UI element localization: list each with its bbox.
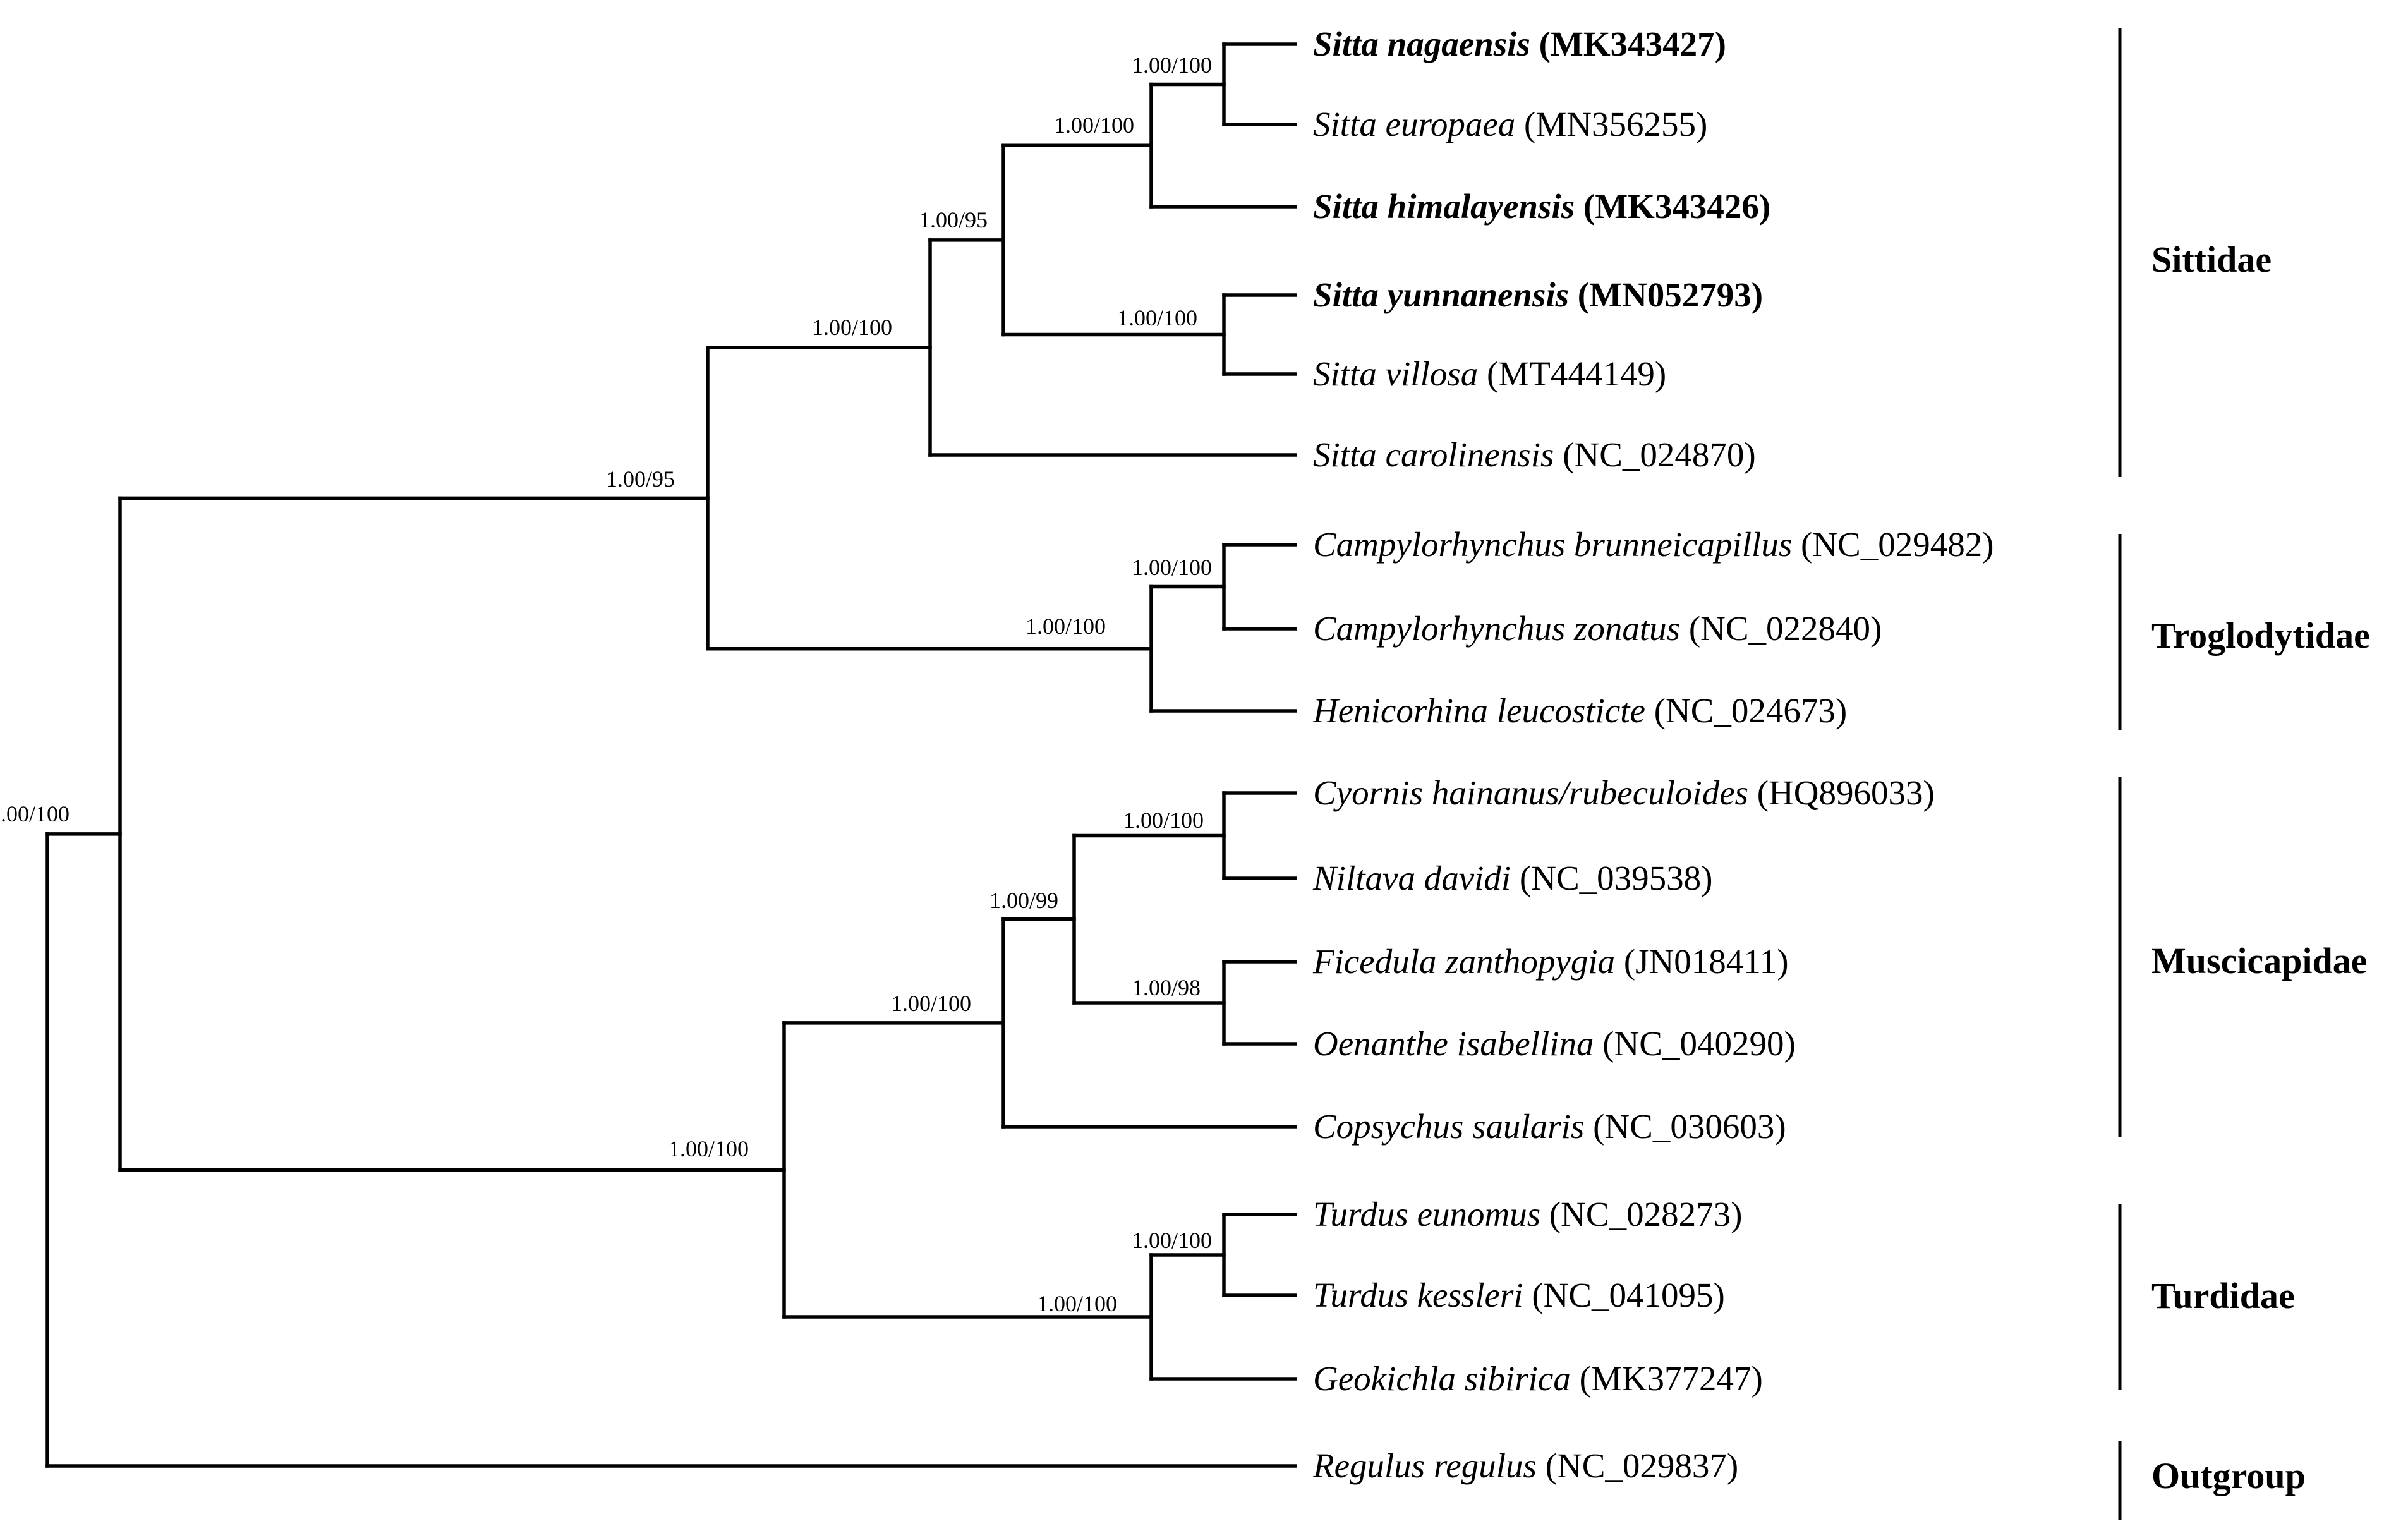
species-name: Sitta nagaensis bbox=[1313, 25, 1530, 63]
tree-branches bbox=[45, 42, 1297, 1468]
taxon-label: Copsychus saularis (NC_030603) bbox=[1313, 1107, 1786, 1146]
support-value-turdidae: 1.00/100 bbox=[1037, 1291, 1117, 1316]
species-name: Campylorhynchus zonatus bbox=[1313, 609, 1680, 648]
species-name: Geokichla sibirica bbox=[1313, 1359, 1571, 1398]
support-value-ingroup-upper: 1.00/95 bbox=[606, 466, 675, 492]
support-value-ingroup-lower: 1.00/100 bbox=[669, 1136, 749, 1161]
support-values: 1.00/100 1.00/95 1.00/100 1.00/95 1.00/100 1.… bbox=[0, 52, 1212, 1316]
species-name: Ficedula zanthopygia bbox=[1312, 942, 1615, 981]
species-name: Turdus eunomus bbox=[1313, 1195, 1540, 1233]
family-label: Turdidae bbox=[2151, 1275, 2295, 1316]
support-value-muscicapinae: 1.00/99 bbox=[989, 888, 1058, 913]
taxon-label: Campylorhynchus brunneicapillus (NC_0294… bbox=[1313, 525, 1994, 564]
support-value-root: 1.00/100 bbox=[0, 801, 70, 827]
species-name: Campylorhynchus brunneicapillus bbox=[1313, 525, 1792, 564]
taxon-label: Sitta himalayensis (MK343426) bbox=[1313, 187, 1770, 226]
accession-number: (NC_024673) bbox=[1645, 691, 1847, 730]
accession-number: (NC_029837) bbox=[1537, 1446, 1738, 1485]
support-value-ficedula-oenanthe: 1.00/98 bbox=[1132, 975, 1201, 1000]
species-name: Turdus kessleri bbox=[1313, 1276, 1523, 1314]
support-value-troglodytidae: 1.00/100 bbox=[1026, 614, 1106, 639]
taxon-label: Campylorhynchus zonatus (NC_022840) bbox=[1313, 609, 1882, 648]
support-value-turdus: 1.00/100 bbox=[1132, 1228, 1212, 1253]
taxon-label: Sitta nagaensis (MK343427) bbox=[1313, 25, 1726, 63]
taxon-label: Sitta carolinensis (NC_024870) bbox=[1313, 435, 1756, 474]
support-value-sitta-core: 1.00/95 bbox=[919, 207, 988, 233]
accession-number: (JN018411) bbox=[1615, 942, 1788, 981]
species-name: Sitta carolinensis bbox=[1313, 435, 1554, 474]
species-name: Oenanthe isabellina bbox=[1313, 1024, 1594, 1063]
support-value-yunnanensis-villosa: 1.00/100 bbox=[1117, 305, 1197, 330]
support-value-campylorhynchus: 1.00/100 bbox=[1132, 555, 1212, 580]
taxon-label: Henicorhina leucosticte (NC_024673) bbox=[1312, 691, 1847, 730]
accession-number: (NC_022840) bbox=[1680, 609, 1882, 648]
accession-number: (MN052793) bbox=[1569, 276, 1763, 314]
species-name: Cyornis hainanus/rubeculoides bbox=[1313, 773, 1748, 812]
accession-number: (MT444149) bbox=[1478, 354, 1666, 393]
species-name: Henicorhina leucosticte bbox=[1312, 691, 1645, 730]
accession-number: (MK377247) bbox=[1571, 1359, 1763, 1398]
taxon-label: Oenanthe isabellina (NC_040290) bbox=[1313, 1024, 1796, 1063]
accession-number: (HQ896033) bbox=[1748, 773, 1935, 812]
accession-number: (MK343426) bbox=[1575, 187, 1770, 226]
support-value-muscicapidae: 1.00/100 bbox=[891, 991, 971, 1016]
species-name: Sitta yunnanensis bbox=[1313, 276, 1569, 314]
accession-number: (MK343427) bbox=[1530, 25, 1726, 63]
family-brackets: SittidaeTroglodytidaeMuscicapidaeTurdida… bbox=[2118, 28, 2370, 1520]
taxon-label: Geokichla sibirica (MK377247) bbox=[1313, 1359, 1763, 1398]
support-value-sittidae: 1.00/100 bbox=[812, 315, 892, 340]
family-label: Outgroup bbox=[2151, 1455, 2306, 1496]
accession-number: (NC_029482) bbox=[1792, 525, 1994, 564]
taxon-label: Regulus regulus (NC_029837) bbox=[1312, 1446, 1738, 1485]
accession-number: (MN356255) bbox=[1515, 105, 1707, 143]
species-name: Copsychus saularis bbox=[1313, 1107, 1584, 1146]
taxon-label: Turdus kessleri (NC_041095) bbox=[1313, 1276, 1725, 1314]
family-label: Troglodytidae bbox=[2151, 615, 2370, 656]
species-name: Sitta villosa bbox=[1313, 354, 1478, 393]
taxon-label: Ficedula zanthopygia (JN018411) bbox=[1312, 942, 1789, 981]
support-value-cyornis-niltava: 1.00/100 bbox=[1123, 808, 1204, 833]
species-name: Sitta europaea bbox=[1313, 105, 1515, 143]
taxon-label: Turdus eunomus (NC_028273) bbox=[1313, 1195, 1742, 1233]
taxon-label: Sitta yunnanensis (MN052793) bbox=[1313, 276, 1763, 314]
species-name: Niltava davidi bbox=[1312, 859, 1511, 897]
taxon-label: Sitta villosa (MT444149) bbox=[1313, 354, 1666, 393]
species-name: Regulus regulus bbox=[1312, 1446, 1537, 1485]
accession-number: (NC_030603) bbox=[1584, 1107, 1786, 1146]
taxon-label: Niltava davidi (NC_039538) bbox=[1312, 859, 1712, 897]
accession-number: (NC_041095) bbox=[1523, 1276, 1725, 1314]
accession-number: (NC_028273) bbox=[1540, 1195, 1742, 1233]
support-value-nagaensis-clade: 1.00/100 bbox=[1054, 112, 1134, 138]
family-label: Sittidae bbox=[2151, 239, 2272, 280]
accession-number: (NC_039538) bbox=[1511, 859, 1712, 897]
accession-number: (NC_040290) bbox=[1594, 1024, 1796, 1063]
taxon-label: Cyornis hainanus/rubeculoides (HQ896033) bbox=[1313, 773, 1935, 812]
species-name: Sitta himalayensis bbox=[1313, 187, 1575, 226]
taxon-label: Sitta europaea (MN356255) bbox=[1313, 105, 1707, 143]
support-value-nagaensis-europaea: 1.00/100 bbox=[1132, 52, 1212, 78]
family-label: Muscicapidae bbox=[2151, 940, 2368, 981]
taxon-labels: Sitta nagaensis (MK343427) Sitta europaea… bbox=[1312, 25, 1994, 1485]
accession-number: (NC_024870) bbox=[1554, 435, 1755, 474]
